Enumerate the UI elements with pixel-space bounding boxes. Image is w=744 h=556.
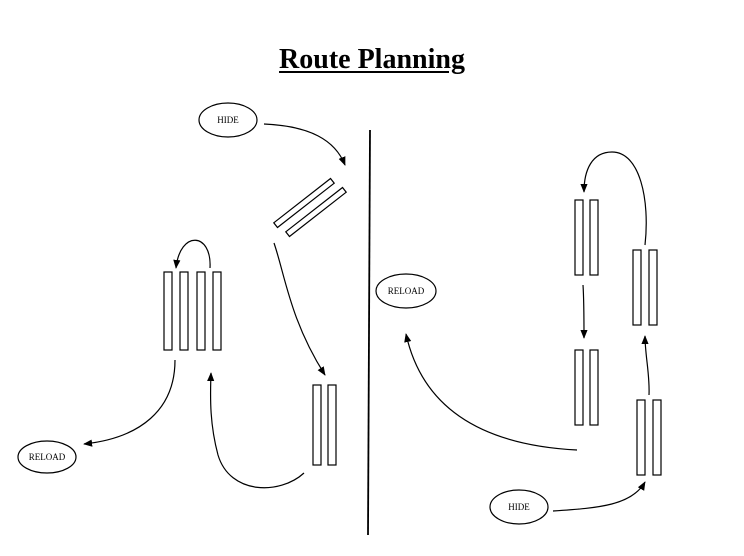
arrow-top-pair-to-middle-pair [580, 284, 588, 339]
bar-pair-middle-right [574, 349, 599, 426]
arrow-bottom-pair-to-far-right-pair [641, 335, 650, 396]
page-title: Route Planning [279, 44, 465, 75]
hide-node-right-label: HIDE [508, 502, 530, 512]
hide-node-left-label: HIDE [217, 115, 239, 125]
hide-node-left: HIDE [198, 102, 258, 138]
reload-node-left: RELOAD [17, 440, 77, 474]
reload-node-center: RELOAD [375, 273, 437, 309]
reload-node-center-label: RELOAD [388, 286, 425, 296]
arrow-hide-to-bottom-pair [552, 481, 646, 512]
four-bar-group [163, 271, 222, 351]
arrow-pair-to-fourbars [207, 372, 305, 489]
bar-pair-lower-left-half [312, 384, 337, 466]
bar-pair-top-right-b [632, 249, 658, 326]
center-divider [367, 129, 371, 536]
hide-node-right: HIDE [489, 489, 549, 525]
bar-pair-top-right-a [574, 199, 599, 276]
reload-node-left-label: RELOAD [29, 452, 66, 462]
arrow-loop-over-fourbars [173, 239, 211, 269]
diagonal-bar-pair [272, 177, 348, 238]
arrow-far-right-to-top-pair [580, 151, 647, 246]
arrow-diagonal-to-pair [273, 242, 326, 376]
arrow-hide-to-diagonal [263, 123, 346, 166]
arrow-fourbars-to-reload [83, 359, 176, 447]
arrow-middle-to-reload-center [404, 333, 578, 451]
bar-pair-bottom-right [636, 399, 662, 476]
